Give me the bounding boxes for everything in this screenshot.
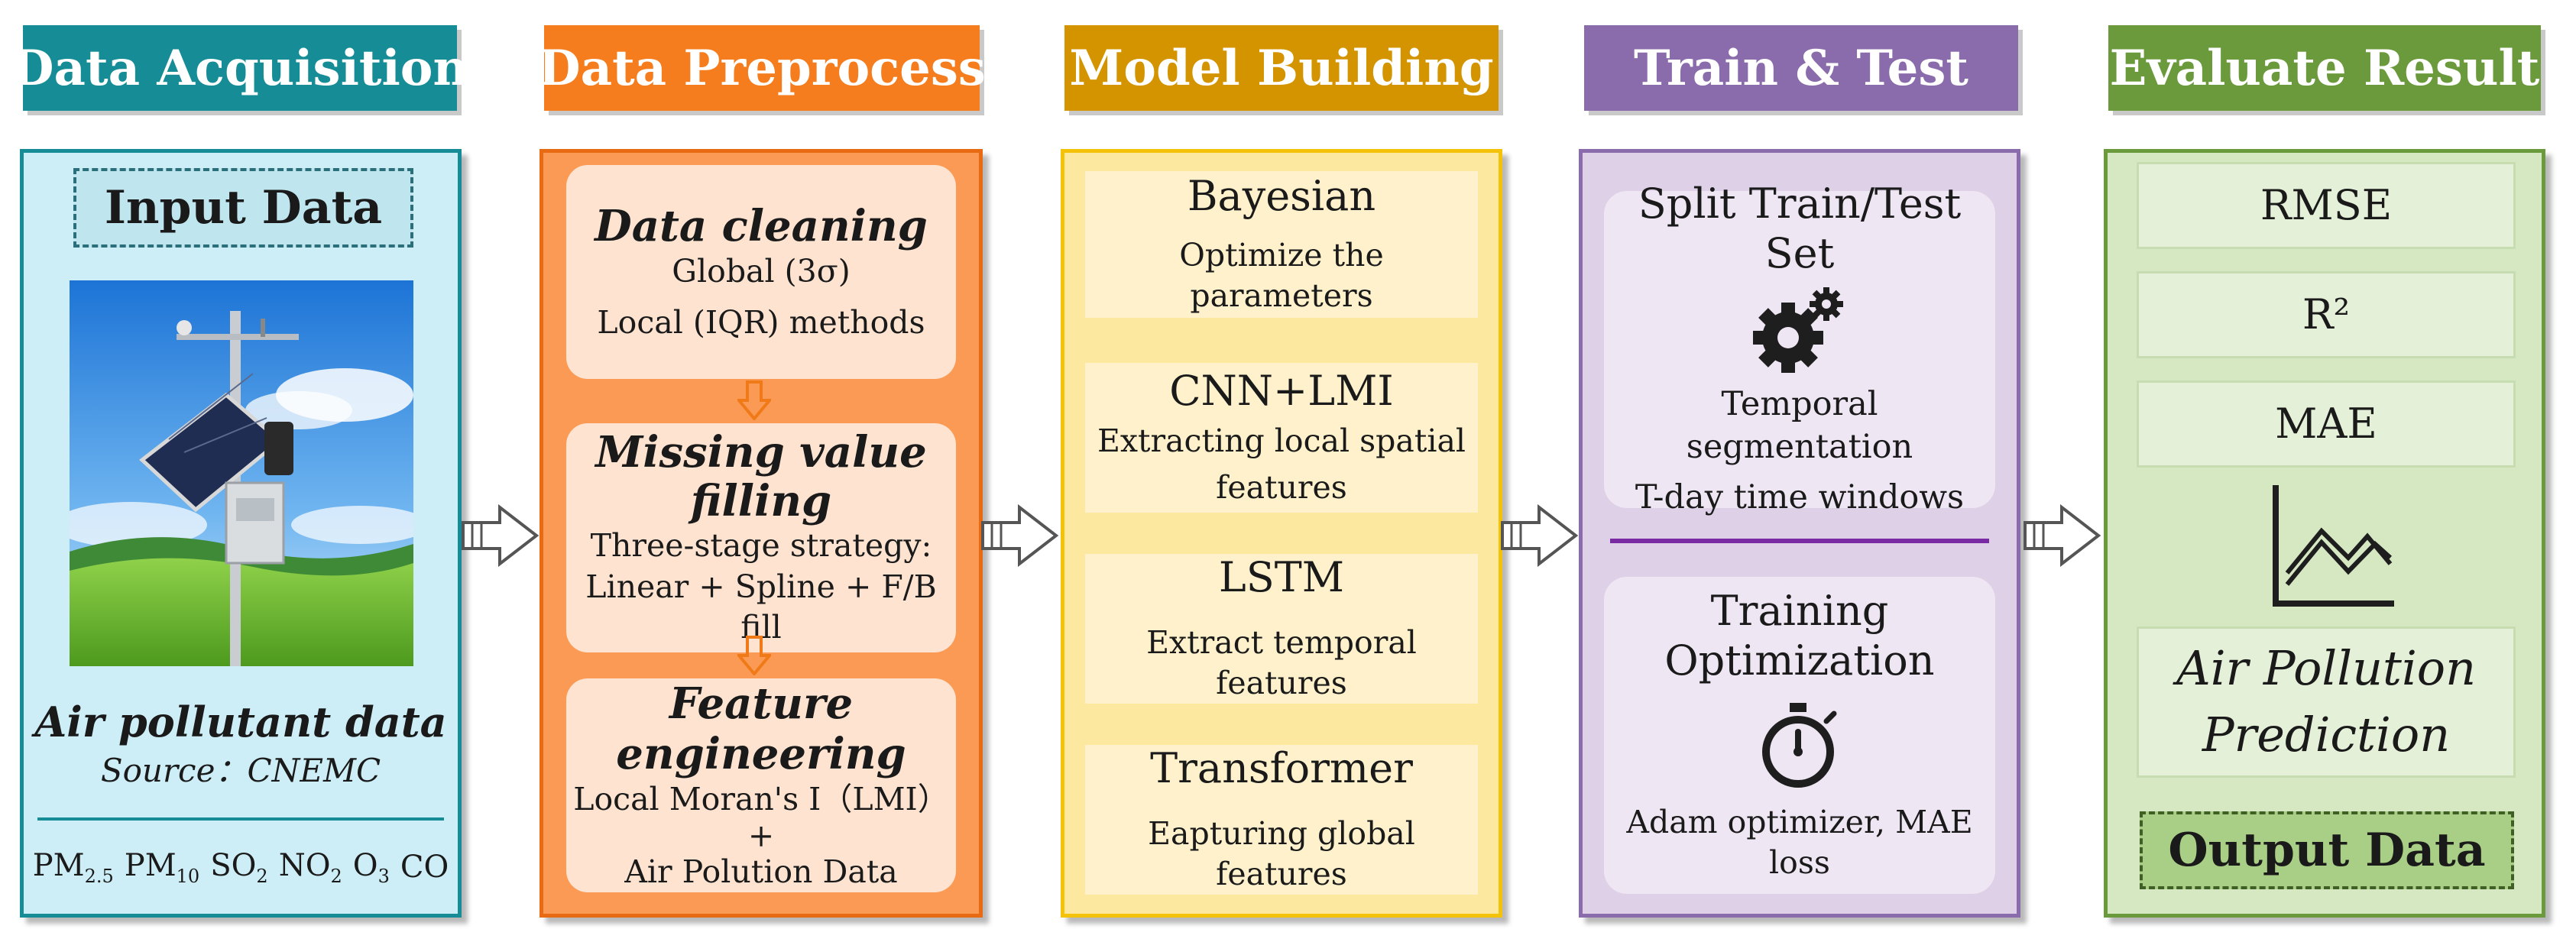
data-source: Source：CNEMC	[100, 751, 381, 789]
flow-arrow-1-icon	[462, 503, 540, 568]
missing-title-2: filling	[690, 476, 832, 527]
prediction-box: Air Pollution Prediction	[2137, 626, 2516, 778]
metric-rmse: RMSE	[2137, 162, 2516, 249]
optim-line1: Adam optimizer, MAE loss	[1626, 804, 1973, 882]
panel-data-acquisition: Input Data	[20, 149, 462, 918]
card-split-train-test: Split Train/Test Set	[1604, 180, 1995, 516]
model-card-title: LSTM	[1218, 553, 1345, 602]
feature-title: Feature engineering	[616, 678, 906, 780]
model-card-desc: Extract temporal features	[1146, 624, 1417, 702]
flow-arrow-4-icon	[2024, 503, 2101, 568]
prediction-line2: Prediction	[2202, 707, 2451, 762]
divider-line	[37, 817, 444, 821]
model-card-desc: Extracting local spatial	[1097, 422, 1466, 460]
model-card-desc: Eapturing global features	[1148, 815, 1415, 893]
split-title: Split Train/Test Set	[1638, 179, 1962, 277]
pollutant-co: CO	[400, 850, 449, 885]
missing-line1: Three-stage strategy:	[590, 527, 932, 565]
model-card-lstm: LSTM Extract temporal features	[1085, 553, 1478, 704]
model-card-title: CNN+LMI	[1169, 367, 1394, 416]
model-card-title: Transformer	[1150, 744, 1413, 793]
split-line1: Temporal segmentation	[1686, 385, 1913, 467]
pollutant-list: PM2.5 PM10 SO2 NO2 O3 CO	[24, 840, 458, 894]
data-cleaning-line2: Local (IQR) methods	[597, 304, 925, 341]
output-data-label: Output Data	[2140, 811, 2514, 889]
header-train-test: Train & Test	[1584, 25, 2018, 111]
flow-arrow-2-icon	[981, 503, 1059, 568]
air-pollutant-data-title: Air pollutant data	[34, 698, 447, 746]
split-line2: T-day time windows	[1635, 478, 1965, 517]
pollutant-so2: SO2	[210, 847, 268, 887]
header-data-preprocess: Data Preprocess	[538, 25, 986, 111]
divider-line	[1610, 539, 1989, 543]
panel-model-building: Bayesian Optimize the parameters CNN+LMI…	[1061, 149, 1502, 918]
input-data-label: Input Data	[73, 168, 413, 248]
metric-mae: MAE	[2137, 380, 2516, 468]
feature-line1: Local Moran's I（LMI）	[573, 781, 949, 818]
card-data-cleaning: Data cleaning Global (3σ) Local (IQR) me…	[566, 165, 956, 379]
card-missing-value-filling: Missing value filling Three-stage strate…	[566, 423, 956, 652]
flow-arrow-3-icon	[1501, 503, 1579, 568]
panel-train-test: Split Train/Test Set	[1579, 149, 2020, 918]
panel-data-preprocess: Data cleaning Global (3σ) Local (IQR) me…	[540, 149, 983, 918]
header-model-building: Model Building	[1064, 25, 1499, 111]
pollutant-pm25: PM2.5	[32, 847, 114, 887]
optim-title-1: Training	[1710, 587, 1889, 636]
model-card-desc: Optimize the parameters	[1179, 237, 1384, 315]
missing-title-1: Missing value	[595, 426, 927, 477]
arrow-down-1-icon	[735, 380, 773, 422]
feature-line2: +	[747, 817, 775, 854]
header-data-acquisition: Data Acquisition	[11, 25, 468, 111]
gears-icon	[1750, 284, 1849, 379]
model-card-title: Bayesian	[1187, 172, 1376, 221]
model-card-cnn-lmi: CNN+LMI Extracting local spatial feature…	[1085, 363, 1478, 513]
feature-line3: Air Polution Data	[624, 853, 898, 890]
optim-title-2: Optimization	[1664, 636, 1935, 685]
card-training-optimization: Training Optimization Adam optimizer, MA…	[1604, 577, 1995, 894]
model-card-desc-2: features	[1216, 469, 1347, 507]
prediction-line1: Air Pollution	[2176, 640, 2477, 697]
panel-evaluate-result: RMSE R² MAE Air Pollution Prediction Out…	[2104, 149, 2545, 918]
pollutant-o3: O3	[352, 847, 390, 887]
monitoring-station-image	[70, 280, 413, 666]
arrow-down-2-icon	[735, 636, 773, 677]
data-cleaning-line1: Global (3σ)	[672, 252, 851, 290]
metric-r2: R²	[2137, 271, 2516, 358]
header-evaluate-result: Evaluate Result	[2108, 25, 2541, 111]
card-feature-engineering: Feature engineering Local Moran's I（LMI）…	[566, 678, 956, 892]
model-card-transformer: Transformer Eapturing global features	[1085, 744, 1478, 895]
line-chart-icon	[2260, 481, 2398, 619]
data-cleaning-title: Data cleaning	[595, 200, 928, 251]
stopwatch-icon	[1758, 700, 1842, 795]
pollutant-pm10: PM10	[124, 847, 200, 887]
pollutant-no2: NO2	[278, 847, 342, 887]
model-card-bayesian: Bayesian Optimize the parameters	[1085, 171, 1478, 318]
